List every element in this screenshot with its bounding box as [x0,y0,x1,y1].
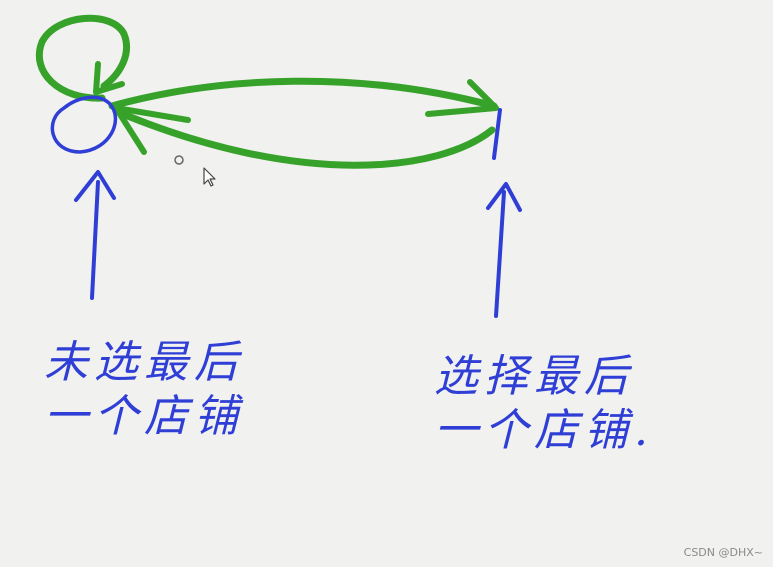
right-up-arrowhead [486,182,522,212]
right-note-line-2: 一个店铺. [434,405,654,456]
upper-arrow-to-right [108,77,498,110]
right-up-arrow [494,190,506,318]
lower-arrowhead [113,105,191,155]
left-node-circle [50,95,118,154]
left-note-text: 未选最后 一个店铺 [44,336,244,444]
upper-arrowhead [425,79,499,117]
lower-arrow-to-left [114,108,496,169]
left-up-arrowhead [74,170,116,202]
cursor-pointer-icon [203,167,216,187]
right-node-mark [492,108,502,160]
right-note-line-1: 选择最后 [434,351,634,402]
self-loop-arrowhead [93,61,125,95]
left-note-line-1: 未选最后 [44,337,244,388]
left-note-line-2: 一个店铺 [44,391,244,442]
self-loop-arrow [35,14,131,102]
small-dot-mark [174,155,184,165]
right-note-text: 选择最后 一个店铺. [434,350,654,458]
watermark: CSDN @DHX~ [683,546,763,559]
left-up-arrow [90,180,100,300]
